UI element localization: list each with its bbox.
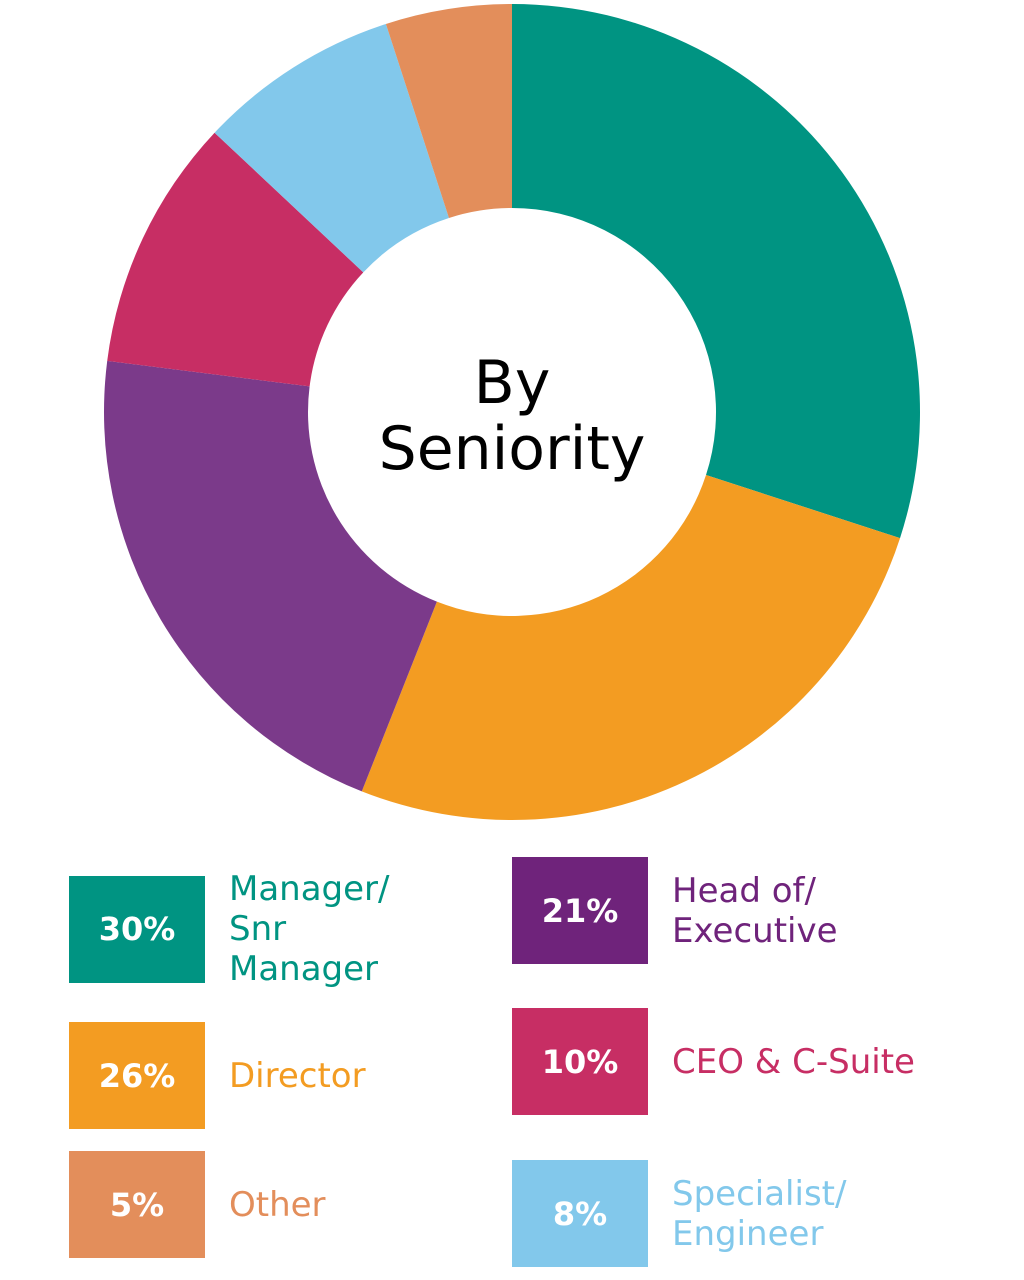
legend-swatch: 5% <box>69 1151 205 1258</box>
legend-swatch: 21% <box>512 857 648 964</box>
legend-swatch: 10% <box>512 1008 648 1115</box>
donut-segment-specialist-engineer <box>214 23 449 273</box>
legend-swatch: 26% <box>69 1022 205 1129</box>
legend-label: Director <box>229 1055 366 1096</box>
donut-segment-ceo-c-suite <box>107 132 364 387</box>
legend-label: Manager/ Snr Manager <box>229 869 390 989</box>
donut-segment-head-of-executive <box>104 360 437 792</box>
donut-chart <box>104 4 920 820</box>
legend-item-director: 26% Director <box>69 1022 366 1129</box>
legend-label: Other <box>229 1184 326 1225</box>
legend-swatch: 8% <box>512 1160 648 1267</box>
legend-item-manager: 30% Manager/ Snr Manager <box>69 869 390 989</box>
legend-label: Head of/ Executive <box>672 870 838 951</box>
donut-segment-other <box>385 4 512 218</box>
legend-label: CEO & C-Suite <box>672 1041 915 1082</box>
legend-item-specialist: 8% Specialist/ Engineer <box>512 1160 846 1267</box>
donut-segment-director <box>361 475 901 820</box>
legend-item-other: 5% Other <box>69 1151 326 1258</box>
center-title-line1: By <box>473 348 551 418</box>
chart-title: By Seniority <box>312 350 712 482</box>
legend-label: Specialist/ Engineer <box>672 1173 847 1254</box>
donut-segment-manager-snr-manager <box>512 4 920 539</box>
legend-item-ceo: 10% CEO & C-Suite <box>512 1008 915 1115</box>
legend-item-head-of: 21% Head of/ Executive <box>512 857 838 964</box>
center-title-line2: Seniority <box>378 414 646 484</box>
legend-swatch: 30% <box>69 875 205 983</box>
